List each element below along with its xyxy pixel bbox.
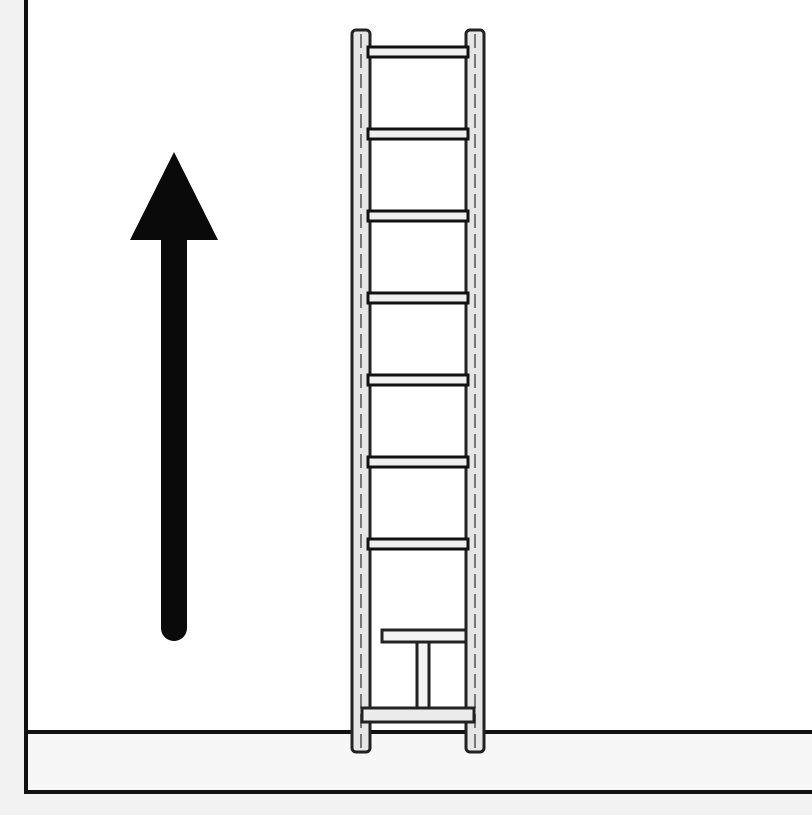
ladder-rung <box>368 539 468 549</box>
ladder-rung <box>368 293 468 303</box>
ladder-rung <box>368 129 468 139</box>
ladder-rung <box>368 47 468 57</box>
ladder-rung <box>368 457 468 467</box>
floor <box>28 732 812 790</box>
ladder-rung <box>368 375 468 385</box>
ladder-rung <box>368 211 468 221</box>
